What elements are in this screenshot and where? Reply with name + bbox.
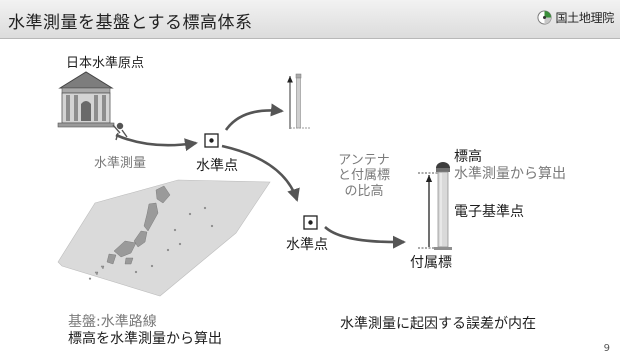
benchmark-label: 水準点 bbox=[196, 158, 238, 174]
antenna-height-label: アンテナ と付属標 の比高 bbox=[338, 153, 391, 199]
leveling-origin-label: 日本水準原点 bbox=[66, 56, 145, 71]
page-title: 水準測量を基盤とする標高体系 bbox=[8, 13, 253, 33]
gnss-pillar-icon bbox=[287, 73, 310, 129]
benchmark-icon bbox=[303, 215, 318, 230]
elevation-label: 標高 水準測量から算出 bbox=[454, 149, 566, 182]
leveling-route-arrows bbox=[115, 103, 406, 249]
error-note: 水準測量に起因する誤差が内在 bbox=[340, 316, 536, 332]
auxiliary-mark-label: 付属標 bbox=[410, 255, 452, 271]
organization-name: 国土地理院 bbox=[555, 11, 614, 25]
gnss-station-icon bbox=[418, 162, 452, 250]
title-bar: 水準測量を基盤とする標高体系 国土地理院 bbox=[0, 0, 620, 39]
japan-map-icon bbox=[57, 179, 271, 297]
page-number: 9 bbox=[603, 343, 610, 354]
organization-logo: 国土地理院 bbox=[537, 9, 614, 26]
leveling-network-label: 基盤:水準路線 標高を水準測量から算出 bbox=[68, 314, 222, 347]
gsi-logo-icon bbox=[537, 10, 553, 25]
gnss-station-label: 電子基準点 bbox=[454, 204, 524, 220]
leveling-label: 水準測量 bbox=[94, 156, 147, 171]
benchmark-label-2: 水準点 bbox=[286, 237, 328, 253]
leveling-origin-building-icon bbox=[57, 71, 115, 128]
benchmark-icon bbox=[204, 133, 219, 148]
